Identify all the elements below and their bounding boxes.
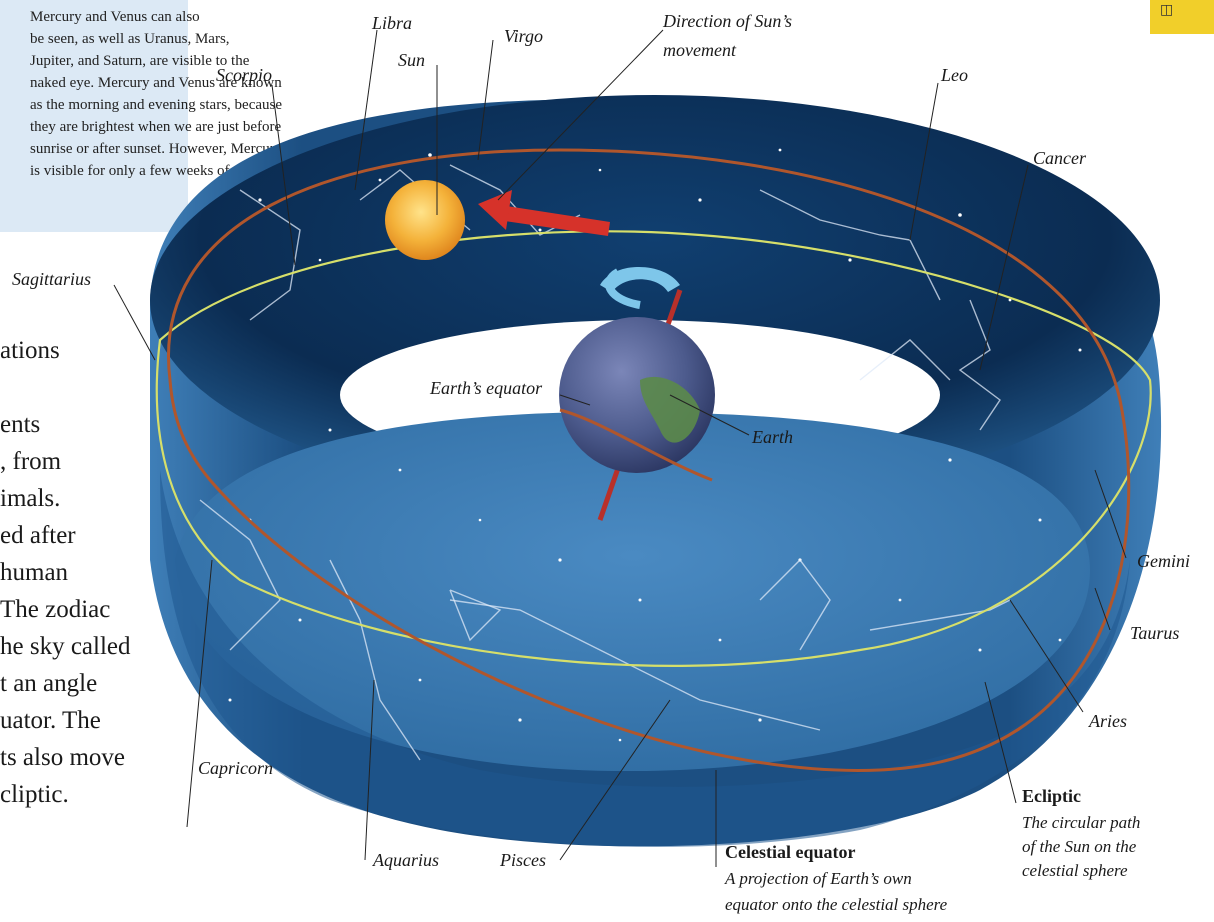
label-earth: Earth [751, 427, 793, 447]
label-direction-line2: movement [663, 40, 737, 60]
label-capricorn: Capricorn [198, 758, 273, 778]
leader-lines [113, 29, 1127, 867]
label-direction-line1: Direction of Sun’s [662, 11, 792, 31]
ecliptic-desc-1: The circular path [1022, 813, 1140, 832]
sphere-floor [175, 411, 1090, 772]
body-text: ations ents , from imals. ed after human… [0, 337, 131, 808]
label-cancer: Cancer [1033, 148, 1087, 168]
earth-globe [559, 266, 715, 521]
label-earths-equator: Earth’s equator [429, 378, 543, 398]
label-sun: Sun [398, 50, 425, 70]
label-aries: Aries [1088, 711, 1127, 731]
label-scorpio: Scorpio [216, 65, 272, 85]
sun-direction-arrow [478, 190, 610, 236]
sun [385, 180, 465, 260]
sphere-front-band [160, 470, 1130, 847]
celestial-equator-desc-2: equator onto the celestial sphere [725, 895, 948, 914]
label-aquarius: Aquarius [372, 850, 439, 870]
corner-tab-icon: ◫ [1160, 2, 1174, 18]
stars [228, 148, 1082, 742]
label-libra: Libra [371, 13, 412, 33]
label-pisces: Pisces [499, 850, 546, 870]
ecliptic-desc-3: celestial sphere [1022, 861, 1128, 880]
label-virgo: Virgo [504, 26, 543, 46]
celestial-equator-title: Celestial equator [725, 842, 855, 862]
label-sagittarius: Sagittarius [12, 269, 91, 289]
celestial-equator-desc-1: A projection of Earth’s own [724, 869, 912, 888]
ecliptic-line [167, 148, 1131, 772]
corner-tab: ◫ [1150, 0, 1214, 34]
label-gemini: Gemini [1137, 551, 1190, 571]
ecliptic-title: Ecliptic [1022, 786, 1081, 806]
label-taurus: Taurus [1130, 623, 1179, 643]
celestial-equator-line [155, 230, 1152, 667]
ecliptic-desc-2: of the Sun on the [1022, 837, 1137, 856]
label-leo: Leo [940, 65, 968, 85]
